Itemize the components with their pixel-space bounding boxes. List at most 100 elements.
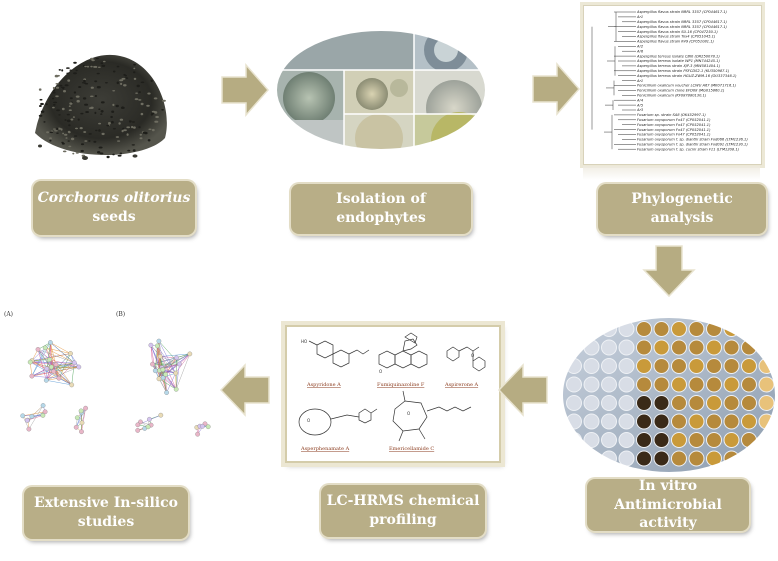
- network-edge: [46, 342, 51, 369]
- plate-well: [618, 376, 635, 393]
- step-seeds-box: Corchorus olitorius seeds: [33, 181, 195, 235]
- seed: [68, 109, 72, 111]
- network-edge: [152, 357, 177, 365]
- network-node: [138, 419, 143, 425]
- seed: [94, 111, 97, 115]
- network-edge: [49, 342, 51, 360]
- network-node: [152, 368, 158, 374]
- seed: [151, 112, 155, 115]
- network-edge: [159, 353, 190, 371]
- tree-leaf-label: Ar1: [636, 15, 643, 19]
- svg-text:O: O: [307, 418, 310, 423]
- seed: [133, 63, 136, 66]
- seed: [52, 86, 55, 90]
- tree-leaf-label: Aspergillus terreus strain XJP-3 (MW5814…: [636, 64, 721, 68]
- tree-leaf-label: Fusarium oxysporum Fo47 (CP052041.1): [637, 123, 711, 127]
- seed: [83, 79, 86, 83]
- plate-well: [583, 413, 600, 430]
- seed: [95, 57, 99, 60]
- plate-well: [653, 358, 670, 374]
- network-edge: [150, 345, 163, 370]
- plate-well: [741, 321, 757, 337]
- tree-leaf-label: Aspergillus flavus strain Tox4 (CP051045…: [636, 35, 716, 39]
- seed: [83, 131, 87, 133]
- tree-leaf-label: Ar3: [636, 108, 644, 112]
- plate-well: [741, 358, 757, 374]
- seed: [78, 86, 82, 88]
- tree-leaf-label: Aspergillus flavus strain NRRL 3357 (CP0…: [636, 10, 728, 14]
- seed: [85, 111, 89, 113]
- seed: [49, 131, 54, 134]
- seed: [63, 90, 66, 93]
- plate-well: [758, 450, 775, 467]
- tree-leaf-label: Ar2: [636, 45, 644, 49]
- seed: [98, 146, 103, 149]
- plate-well: [723, 376, 740, 393]
- network-edge: [157, 345, 176, 374]
- plate-well: [671, 432, 687, 448]
- network-label-a: (A): [4, 311, 13, 318]
- seed: [39, 105, 42, 107]
- seed: [77, 118, 80, 121]
- network-edge: [81, 408, 86, 423]
- network-node: [24, 417, 30, 423]
- seed: [101, 132, 105, 136]
- network-edge: [31, 347, 46, 377]
- network-edge: [76, 408, 86, 428]
- plate-well: [636, 339, 652, 356]
- step-phylo-box: Phylogenetic analysis: [598, 184, 766, 234]
- seed: [53, 128, 57, 130]
- seed: [131, 125, 134, 129]
- seed: [76, 99, 80, 103]
- seed: [121, 129, 124, 133]
- seed: [112, 70, 116, 73]
- tree-leaf-label: Fusarium oxysporum Fo47 (CP052041.1): [637, 128, 711, 132]
- seed: [155, 115, 159, 119]
- seed: [106, 124, 110, 127]
- network-edge: [37, 349, 57, 365]
- seed: [75, 69, 78, 72]
- seed: [140, 81, 145, 84]
- seed: [61, 107, 65, 111]
- network-edge: [158, 341, 176, 374]
- seed: [66, 67, 70, 69]
- plate-well: [583, 376, 600, 393]
- seed: [75, 127, 78, 130]
- plate-well: [636, 321, 652, 337]
- seed: [118, 122, 121, 125]
- seed: [38, 88, 42, 91]
- seed: [60, 128, 63, 131]
- tree-leaf-label: Aspergillus terreus isolate CBI0 (OR2500…: [636, 54, 720, 58]
- plate-well: [636, 413, 652, 430]
- network-node: [174, 355, 179, 361]
- tree-leaf-label: Fusarium oxysporum Fo47 (CP052041.1): [637, 118, 711, 122]
- seed: [68, 105, 71, 107]
- step-lchrms-line2: profiling: [369, 512, 437, 528]
- plate-well: [688, 339, 705, 356]
- network-node: [71, 360, 77, 366]
- seed: [80, 143, 85, 146]
- network-edge: [31, 371, 54, 377]
- plate-well: [601, 358, 617, 374]
- seed: [99, 152, 104, 155]
- network-edge: [49, 359, 72, 386]
- network-edge: [30, 362, 33, 377]
- seed: [70, 137, 75, 141]
- network-edge: [160, 356, 166, 375]
- seed: [49, 139, 52, 142]
- network-edge: [37, 349, 75, 363]
- seed: [136, 84, 140, 88]
- plate-well: [671, 321, 687, 337]
- seed: [147, 139, 151, 142]
- tree-leaf-label: Penicillium oxalicum (KF087880130.1): [637, 94, 707, 98]
- network-edge: [31, 360, 72, 386]
- network-edge: [159, 370, 167, 393]
- plate-well: [706, 339, 722, 356]
- seed: [73, 72, 77, 75]
- seed: [40, 102, 44, 106]
- plate-well: [688, 413, 705, 430]
- seed: [56, 132, 59, 134]
- network-node: [148, 342, 154, 348]
- network-node: [68, 351, 73, 356]
- seed: [80, 112, 84, 115]
